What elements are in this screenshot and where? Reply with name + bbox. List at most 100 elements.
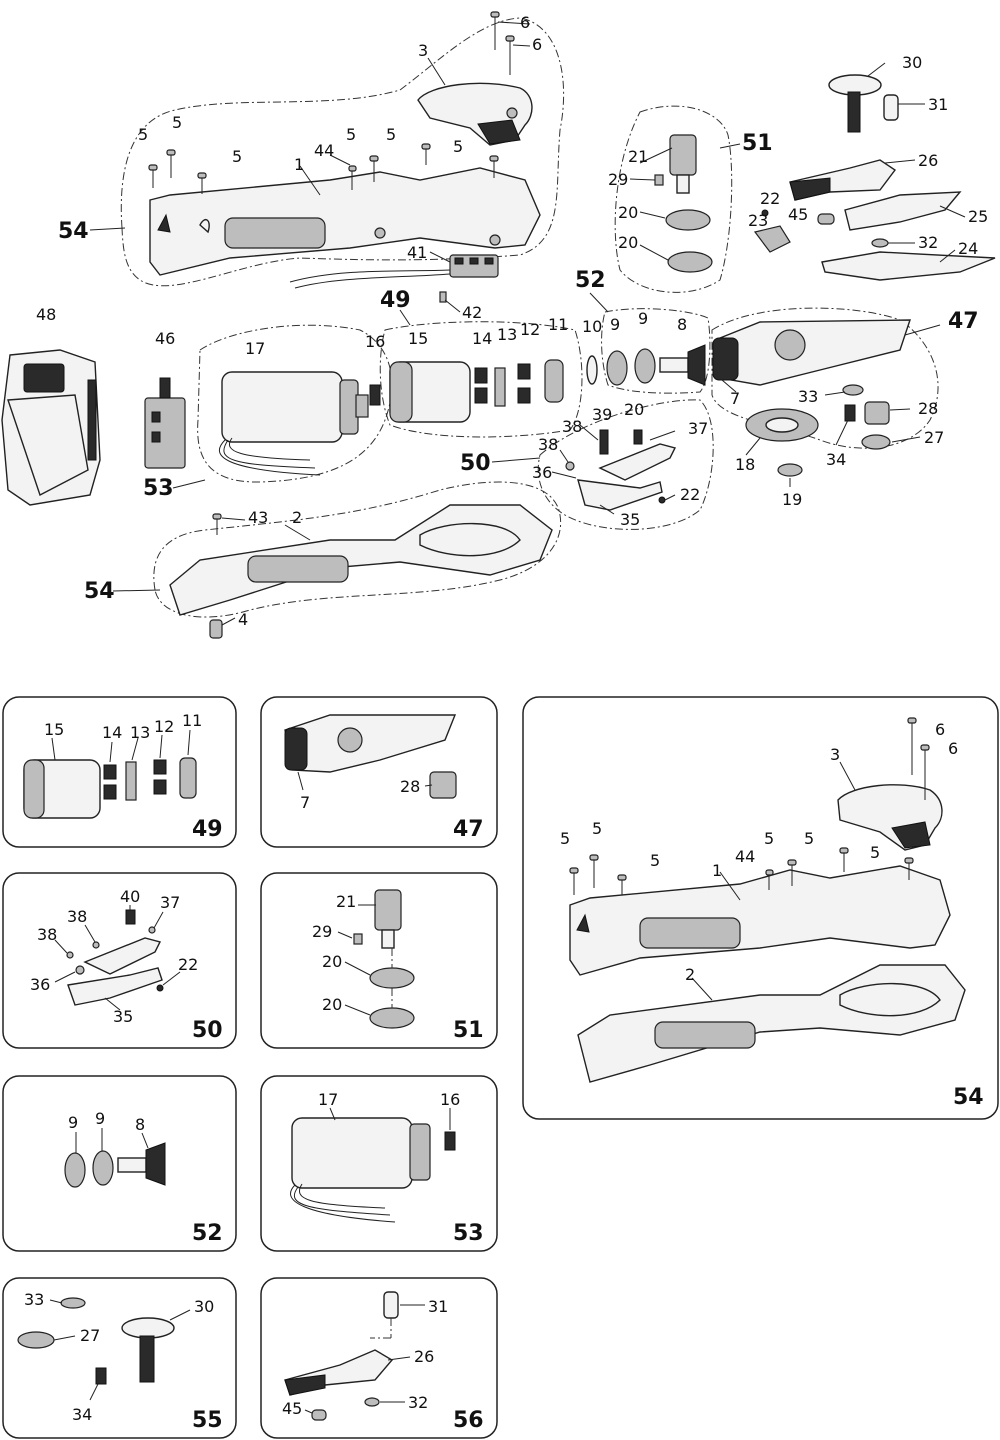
detail-panel-51: 21 29 20 20 51 — [260, 872, 498, 1049]
label-44: 44 — [314, 141, 334, 160]
label-9: 9 — [610, 315, 620, 334]
label-45: 45 — [788, 205, 808, 224]
label-22: 22 — [178, 955, 198, 974]
screws-5-upper — [148, 143, 499, 194]
label-20: 20 — [618, 233, 638, 252]
detail-panel-56: 31 26 32 45 56 — [260, 1277, 498, 1439]
label-48: 48 — [36, 305, 56, 324]
pin-22-trigger — [658, 496, 666, 504]
label-5: 5 — [346, 125, 356, 144]
panel-number-51: 51 — [453, 1018, 484, 1043]
circuit-board-41 — [289, 254, 499, 303]
label-assembly-47: 47 — [948, 309, 979, 334]
label-37: 37 — [688, 419, 708, 438]
label-33: 33 — [798, 387, 818, 406]
assembly-52-outline — [601, 308, 711, 394]
blade-25 — [844, 191, 962, 231]
label-3: 3 — [830, 745, 840, 764]
label-24: 24 — [958, 239, 978, 258]
screw-34 — [844, 404, 856, 422]
detail-panel-52: 9 9 8 52 — [2, 1075, 237, 1252]
washer-45 — [817, 213, 835, 225]
label-34: 34 — [72, 1405, 92, 1424]
label-7: 7 — [730, 389, 740, 408]
bearing-9-a — [606, 350, 628, 386]
label-38: 38 — [67, 907, 87, 926]
label-46: 46 — [155, 329, 175, 348]
label-26: 26 — [414, 1347, 434, 1366]
label-9: 9 — [638, 309, 648, 328]
label-5: 5 — [804, 829, 814, 848]
pinion-shaft-8 — [659, 344, 706, 386]
label-4: 4 — [238, 610, 248, 629]
panel-number-52: 52 — [192, 1221, 223, 1246]
label-20: 20 — [322, 995, 342, 1014]
label-35: 35 — [620, 510, 640, 529]
label-20: 20 — [618, 203, 638, 222]
assembly-49-outline — [379, 321, 583, 438]
label-assembly-50: 50 — [460, 451, 491, 476]
label-44: 44 — [735, 847, 755, 866]
panel-number-50: 50 — [192, 1018, 223, 1043]
label-5: 5 — [386, 125, 396, 144]
label-13: 13 — [497, 325, 517, 344]
label-6: 6 — [948, 739, 958, 758]
label-5: 5 — [764, 829, 774, 848]
label-5: 5 — [870, 843, 880, 862]
screw-6-a — [490, 11, 500, 50]
label-31: 31 — [428, 1297, 448, 1316]
detail-panel-50: 40 37 38 38 36 35 22 50 — [2, 872, 237, 1049]
detail-panel-55: 33 27 30 34 55 — [2, 1277, 237, 1439]
label-17: 17 — [318, 1090, 338, 1109]
label-5: 5 — [453, 137, 463, 156]
label-45: 45 — [282, 1399, 302, 1418]
bearing-20-b — [667, 251, 713, 273]
label-1: 1 — [294, 155, 304, 174]
screw-43 — [212, 513, 222, 535]
switch-4 — [209, 619, 223, 639]
label-13: 13 — [130, 723, 150, 742]
label-27: 27 — [80, 1326, 100, 1345]
label-6: 6 — [520, 13, 530, 32]
label-5: 5 — [172, 113, 182, 132]
label-9: 9 — [95, 1109, 105, 1128]
label-38: 38 — [37, 925, 57, 944]
spring-39 — [599, 429, 609, 455]
leader-lines — [89, 21, 966, 626]
planet-gears-12 — [517, 363, 531, 404]
assembly-54-lower-outline — [153, 481, 562, 618]
label-32: 32 — [918, 233, 938, 252]
detail-panel-53: 17 16 53 — [260, 1075, 498, 1252]
cover-3 — [417, 82, 533, 146]
label-12: 12 — [154, 717, 174, 736]
detail-panel-54: 6 6 3 5 5 5 5 5 5 44 1 2 54 — [522, 696, 999, 1120]
label-16: 16 — [365, 332, 385, 351]
screw-44 — [348, 165, 357, 190]
assembly-51-outline — [614, 105, 733, 293]
label-20: 20 — [624, 400, 644, 419]
housing-half-2 — [169, 504, 553, 616]
label-23: 23 — [748, 211, 768, 230]
label-16: 16 — [440, 1090, 460, 1109]
label-37: 37 — [160, 893, 180, 912]
label-38: 38 — [538, 435, 558, 454]
label-40: 40 — [120, 887, 140, 906]
label-5: 5 — [592, 819, 602, 838]
pinion-16 — [369, 384, 381, 406]
label-6: 6 — [532, 35, 542, 54]
washer-32 — [871, 238, 889, 248]
label-27: 27 — [924, 428, 944, 447]
label-12: 12 — [520, 320, 540, 339]
label-5: 5 — [232, 147, 242, 166]
label-9: 9 — [68, 1113, 78, 1132]
bevel-gear-18 — [745, 408, 819, 442]
assembly-54-upper-outline — [120, 17, 565, 287]
label-14: 14 — [472, 329, 492, 348]
label-11: 11 — [182, 711, 202, 730]
label-20: 20 — [322, 952, 342, 971]
bushing-28 — [864, 401, 890, 425]
label-29: 29 — [312, 922, 332, 941]
label-19: 19 — [782, 490, 802, 509]
label-35: 35 — [113, 1007, 133, 1026]
label-32: 32 — [408, 1393, 428, 1412]
